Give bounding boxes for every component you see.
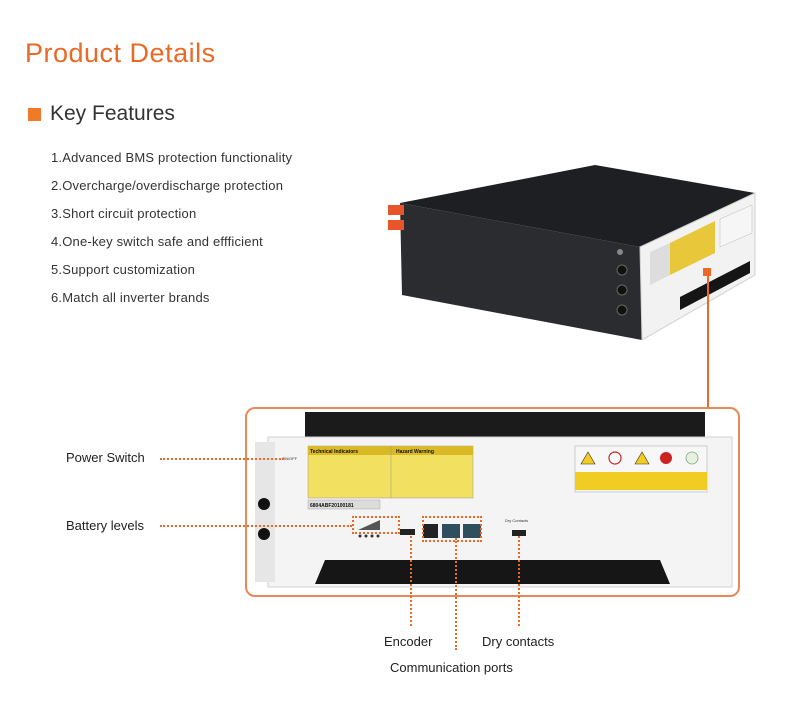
- section-title: Key Features: [50, 102, 175, 125]
- section-bullet-icon: [28, 108, 41, 121]
- feature-item: 6.Match all inverter brands: [51, 290, 210, 305]
- serial-number: 6804ABF20100181: [310, 503, 354, 509]
- feature-item: 5.Support customization: [51, 262, 196, 277]
- hazard-warning-label: Hazard Warning: [396, 449, 434, 455]
- front-panel-callout: [245, 407, 740, 597]
- power-switch-leader: [160, 458, 284, 460]
- callout-marker: [703, 268, 711, 276]
- ports-highlight: [422, 516, 482, 542]
- dry-contacts-panel-label: Dry Contacts: [505, 518, 528, 523]
- battery-levels-highlight: [352, 516, 400, 534]
- feature-item: 4.One-key switch safe and effficient: [51, 234, 263, 249]
- feature-list: 1.Advanced BMS protection functionality …: [51, 149, 292, 317]
- power-switch-label: Power Switch: [66, 450, 145, 465]
- onoff-label: ON/OFF: [282, 456, 298, 461]
- communication-ports-leader: [455, 538, 457, 650]
- encoder-leader: [410, 536, 412, 626]
- feature-item: 1.Advanced BMS protection functionality: [51, 150, 293, 165]
- tech-indicators-label: Technical Indicators: [310, 449, 358, 455]
- battery-front-panel: Technical Indicators Hazard Warning 6804…: [255, 412, 733, 588]
- feature-item: 2.Overcharge/overdischarge protection: [51, 178, 284, 193]
- page-title: Product Details: [25, 38, 216, 68]
- battery-levels-label: Battery levels: [66, 518, 145, 533]
- encoder-label: Encoder: [384, 634, 433, 649]
- feature-item: 3.Short circuit protection: [51, 206, 197, 221]
- callout-connector: [707, 272, 709, 408]
- dry-contacts-leader: [518, 536, 520, 626]
- communication-ports-label: Communication ports: [390, 660, 513, 675]
- battery-product-image: [388, 165, 756, 341]
- battery-levels-leader: [160, 525, 352, 527]
- dry-contacts-label: Dry contacts: [482, 634, 555, 649]
